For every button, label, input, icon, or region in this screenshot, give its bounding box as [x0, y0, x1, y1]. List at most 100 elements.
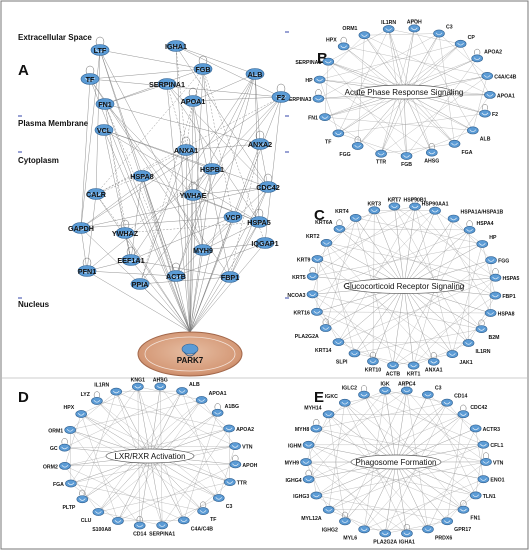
node-fbp1: FBP1	[489, 291, 516, 300]
node-ighg4-shape	[302, 475, 315, 484]
node-ywhae-shape	[183, 189, 203, 201]
node-label: B2M	[489, 335, 500, 341]
node-label: LYZ	[81, 392, 91, 398]
node-alb-shape	[245, 68, 265, 80]
node-eef1a1-shape	[121, 254, 141, 266]
node-label: PFN1	[78, 267, 96, 276]
node-actr3-shape	[469, 424, 482, 433]
node-label: IGLC2	[342, 386, 357, 392]
node-hp-shape	[476, 240, 489, 248]
node-pltp-shape	[76, 495, 89, 504]
node-ahsg-shape	[154, 382, 167, 391]
node-label: PPIA	[132, 280, 149, 289]
node-apoh-shape	[408, 24, 421, 33]
node-a1bg: A1BG	[211, 403, 239, 417]
node-gc-shape	[58, 443, 71, 452]
node-krt3: KRT3	[368, 201, 381, 215]
node-c3-shape	[433, 29, 445, 38]
edges	[80, 45, 282, 333]
node-clu-shape	[92, 508, 105, 516]
node-hspa8: HSPA8	[484, 309, 515, 318]
node-label: IGHA1	[165, 42, 187, 51]
node-actr3: ACTR3	[469, 424, 500, 433]
panel-letter: D	[18, 389, 29, 406]
node-ahsg-shape	[425, 148, 438, 157]
node-label: IQGAP1	[251, 239, 278, 248]
node-label: MYH9	[285, 461, 300, 467]
hub-node-label: PARK7	[177, 356, 204, 365]
node-ahsg: AHSG	[153, 377, 168, 391]
node-cd14: CD14	[441, 394, 467, 407]
node-fbp1: FBP1	[220, 271, 240, 283]
node-krt3-shape	[368, 206, 381, 215]
node-serpina3-shape	[312, 94, 325, 103]
node-label: IGHM	[288, 443, 302, 449]
node-label: C3	[446, 25, 453, 31]
node-igha1: IGHA1	[165, 40, 187, 52]
node-label: ALB	[248, 70, 263, 79]
node-alb-shape	[466, 126, 479, 135]
node-clu: CLU	[81, 508, 105, 524]
node-label: CP	[468, 35, 476, 41]
node-calr: CALR	[86, 188, 107, 200]
node-hspa1a-hspa1b-shape	[447, 214, 460, 223]
node-label: HPX	[64, 405, 75, 411]
node-label: CLU	[81, 518, 92, 524]
node-krt1: KRT1	[407, 361, 420, 378]
node-cfl1: CFL1	[477, 440, 503, 449]
node-krt9: KRT9	[297, 255, 324, 263]
node-il1rn: IL1RN	[381, 20, 396, 33]
node-fn1-shape	[457, 505, 470, 514]
node-label: PRDX6	[435, 535, 452, 541]
node-hsp90aa1-shape	[429, 206, 441, 215]
node-label: ORM2	[43, 464, 58, 470]
node-serpina1-shape	[322, 57, 335, 66]
node-label: MYL6	[343, 535, 357, 541]
node-myl6: MYL6	[343, 525, 370, 541]
node-anxa2: ANXA2	[248, 130, 272, 150]
node-fga: FGA	[448, 139, 473, 156]
node-label: HSP90AA1	[422, 202, 449, 208]
panel-letter: A	[18, 62, 29, 79]
node-label: EEF1A1	[117, 256, 144, 265]
node-ywhaz: YWHAZ	[112, 219, 139, 239]
node-c4a-c4b: C4A/C4B	[481, 72, 517, 80]
node-label: ALB	[480, 136, 491, 142]
node-label: HSP90B1	[403, 198, 426, 204]
node-label: TTR	[237, 481, 247, 487]
node-lyz-shape	[91, 397, 103, 405]
node-label: HPX	[326, 37, 337, 43]
node-ppia-shape	[130, 278, 150, 290]
node-label: FGG	[339, 152, 350, 158]
pathway-hub: LXR/RXR Activation	[105, 448, 195, 464]
node-hspa4-shape	[463, 225, 476, 234]
node-label: JAK1	[459, 360, 472, 366]
node-ighg4: IGHG4	[285, 469, 315, 484]
node-fn1: FN1	[95, 98, 115, 110]
region-label-nucleus: Nucleus	[18, 300, 50, 309]
node-label: ENO1	[490, 478, 504, 484]
node-label: ORM1	[342, 26, 357, 32]
node-fgb-shape	[400, 152, 413, 160]
node-ttr: TTR	[224, 478, 247, 487]
node-label: PLA2G2A	[373, 539, 397, 545]
panel-letter: C	[314, 207, 325, 224]
node-vcp-shape	[223, 211, 243, 223]
node-fn1: FN1	[457, 500, 480, 522]
node-label: VTN	[493, 460, 504, 466]
node-eno1: ENO1	[477, 475, 505, 484]
node-label: IGHG2	[322, 527, 338, 533]
node-tf-shape	[80, 73, 100, 85]
node-actb: ACTB	[386, 361, 400, 377]
node-tf: TF	[325, 129, 345, 145]
node-myh14: MYH14	[304, 405, 335, 419]
node-label: PLA2G2A	[295, 334, 319, 340]
node-il1rn-shape	[110, 387, 123, 396]
node-krt2-shape	[320, 239, 333, 247]
node-serpina1: SERPINA1	[295, 57, 335, 66]
node-myh8-shape	[310, 424, 323, 433]
node-orm1-shape	[64, 426, 76, 434]
node-pla2g2a-shape	[379, 529, 392, 538]
